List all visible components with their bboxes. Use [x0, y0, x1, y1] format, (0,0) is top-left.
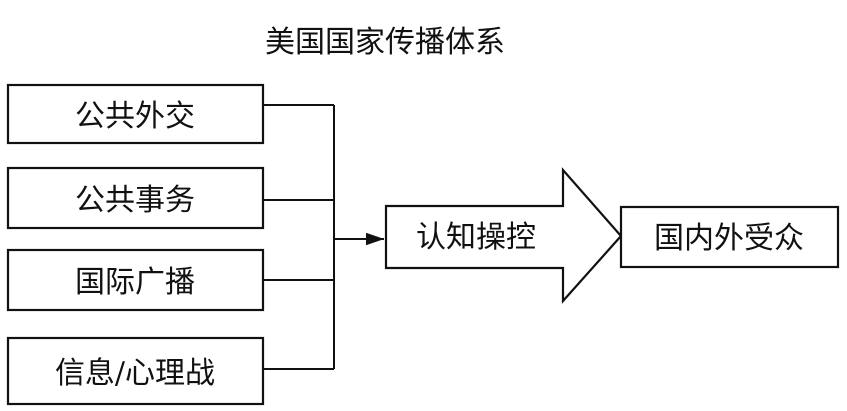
- connector-lines: [263, 104, 335, 370]
- source-label-international-broadcasting: 国际广播: [75, 265, 195, 300]
- process-arrow: 认知操控: [384, 167, 623, 304]
- source-label-public-affairs: 公共事务: [75, 183, 195, 218]
- source-box-international-broadcasting: 国际广播: [6, 248, 265, 312]
- target-box: 国内外受众: [619, 205, 840, 269]
- source-label-information-psychological-warfare: 信息/心理战: [55, 356, 215, 391]
- source-box-information-psychological-warfare: 信息/心理战: [6, 336, 265, 406]
- diagram-title: 美国国家传播体系: [265, 25, 505, 60]
- source-label-public-diplomacy: 公共外交: [75, 99, 195, 134]
- process-label: 认知操控: [416, 220, 536, 255]
- target-label: 国内外受众: [654, 221, 804, 256]
- source-box-public-affairs: 公共事务: [6, 166, 265, 230]
- source-box-public-diplomacy: 公共外交: [6, 83, 265, 145]
